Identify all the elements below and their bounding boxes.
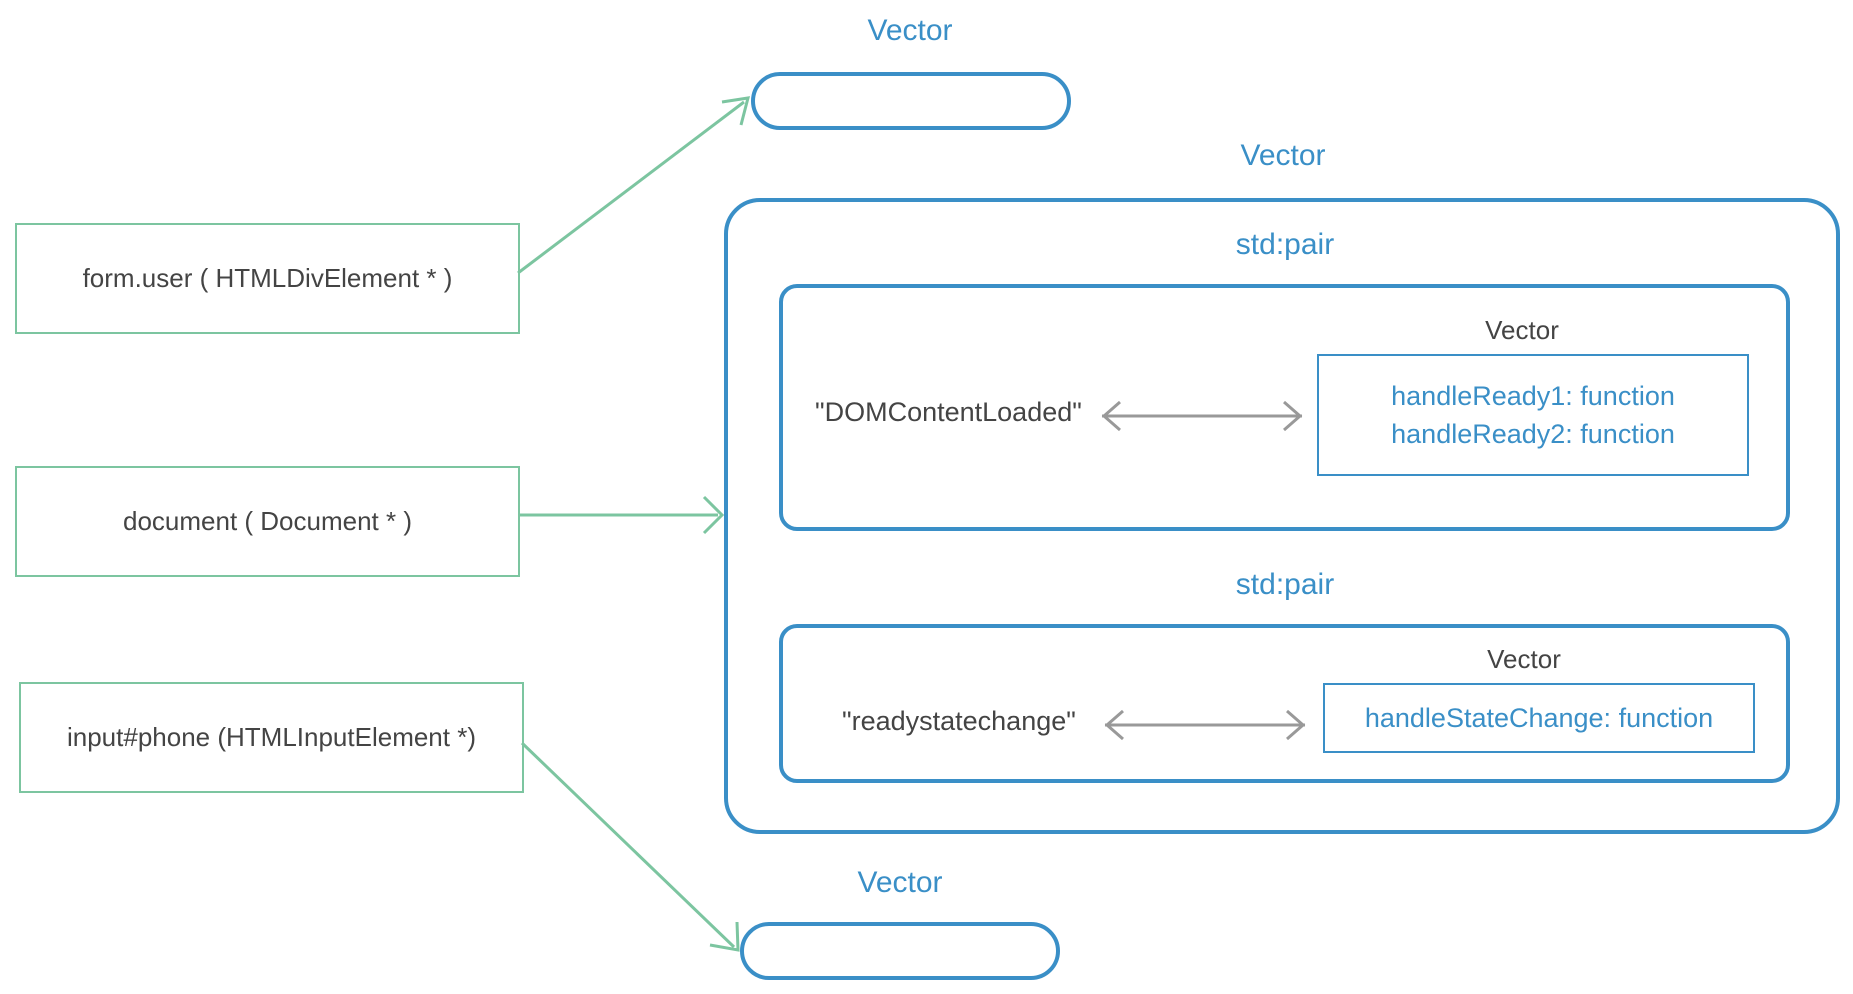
bottom-vector-label: Vector [857, 866, 943, 899]
arrow-document-to-main-vector [520, 495, 725, 535]
pair-2-box [779, 624, 1790, 783]
pair-1-vector-label: Vector [1485, 315, 1559, 345]
bottom-vector-pill [740, 922, 1060, 980]
pair-1-function-1: handleReady1: function [1391, 381, 1675, 411]
source-form-user-label: form.user ( HTMLDivElement * ) [82, 263, 453, 293]
top-vector-label: Vector [867, 14, 953, 47]
pair-2-title: std:pair [1235, 568, 1335, 601]
pair-2-function-list: handleStateChange: function [1323, 683, 1755, 753]
source-document: document ( Document * ) [15, 466, 520, 577]
pair-1-box [779, 284, 1790, 531]
main-vector-label: Vector [1240, 139, 1326, 172]
pair-2-function-1: handleStateChange: function [1364, 703, 1714, 733]
pair-1-function-2: handleReady2: function [1391, 419, 1675, 449]
source-input-phone: input#phone (HTMLInputElement *) [19, 682, 524, 793]
arrow-input-phone-to-bottom-vector [520, 741, 740, 952]
pair-1-function-list: handleReady1: function handleReady2: fun… [1317, 354, 1749, 476]
arrow-form-user-to-top-vector [517, 96, 751, 275]
main-vector-container [724, 198, 1840, 834]
source-form-user: form.user ( HTMLDivElement * ) [15, 223, 520, 334]
source-document-label: document ( Document * ) [122, 506, 412, 536]
top-vector-pill [751, 72, 1071, 130]
pair-1-key: "DOMContentLoaded" [815, 397, 1082, 427]
source-input-phone-label: input#phone (HTMLInputElement *) [66, 722, 476, 752]
pair-2-key: "readystatechange" [842, 706, 1076, 736]
pair-2-vector-label: Vector [1487, 644, 1561, 674]
pair-1-title: std:pair [1235, 228, 1335, 261]
